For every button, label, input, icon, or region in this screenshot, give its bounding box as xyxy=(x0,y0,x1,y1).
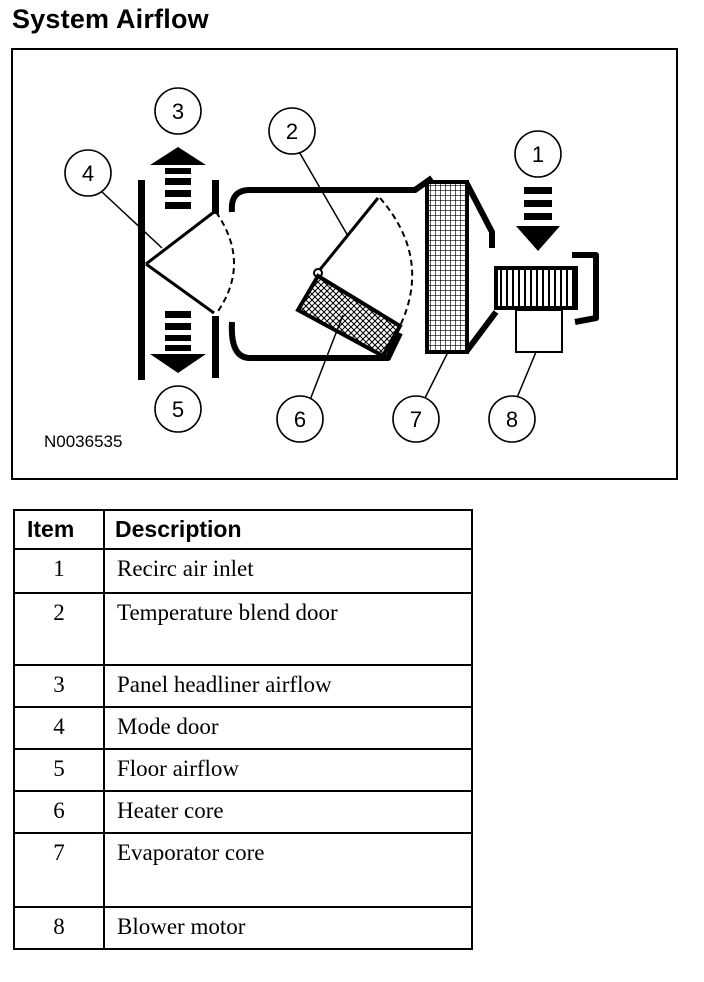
leader-lines xyxy=(101,149,537,401)
floor-airflow-arrow xyxy=(150,311,206,373)
table-row: 6 Heater core xyxy=(13,790,473,834)
item-number: 8 xyxy=(13,906,105,950)
svg-text:6: 6 xyxy=(294,407,306,432)
svg-text:5: 5 xyxy=(172,397,184,422)
table-row: 4 Mode door xyxy=(13,706,473,750)
item-description: Blower motor xyxy=(103,906,473,950)
header-description: Description xyxy=(103,509,473,550)
legend-table: Item Description 1 Recirc air inlet 2 Te… xyxy=(13,509,473,950)
item-number: 6 xyxy=(13,790,105,834)
table-row: 1 Recirc air inlet xyxy=(13,548,473,594)
table-header-row: Item Description xyxy=(13,509,473,550)
callout-4: 4 xyxy=(64,149,112,197)
recirc-inlet-arrow xyxy=(516,187,560,251)
callout-1: 1 xyxy=(514,130,562,178)
table-row: 3 Panel headliner airflow xyxy=(13,664,473,708)
svg-text:3: 3 xyxy=(172,99,184,124)
evaporator-core xyxy=(425,180,469,354)
item-description: Heater core xyxy=(103,790,473,834)
hvac-housing xyxy=(228,175,599,361)
callout-8: 8 xyxy=(488,395,536,443)
item-number: 1 xyxy=(13,548,105,594)
table-row: 7 Evaporator core xyxy=(13,832,473,908)
item-number: 5 xyxy=(13,748,105,792)
svg-text:1: 1 xyxy=(532,142,544,167)
callout-3: 3 xyxy=(154,87,202,135)
panel-headliner-arrow xyxy=(150,147,206,209)
callout-5: 5 xyxy=(154,385,202,433)
callout-6: 6 xyxy=(276,395,324,443)
svg-text:2: 2 xyxy=(286,119,298,144)
item-description: Recirc air inlet xyxy=(103,548,473,594)
item-number: 3 xyxy=(13,664,105,708)
item-description: Panel headliner airflow xyxy=(103,664,473,708)
table-row: 8 Blower motor xyxy=(13,906,473,950)
table-row: 2 Temperature blend door xyxy=(13,592,473,666)
header-item: Item xyxy=(13,509,105,550)
diagram-frame xyxy=(11,48,678,480)
heater-core xyxy=(295,273,403,359)
svg-text:7: 7 xyxy=(410,407,422,432)
callouts: 1 2 3 4 5 6 7 8 xyxy=(64,87,562,443)
page-title: System Airflow xyxy=(12,4,209,34)
svg-text:8: 8 xyxy=(506,407,518,432)
item-number: 7 xyxy=(13,832,105,908)
mode-door xyxy=(145,210,235,315)
blower-motor xyxy=(494,266,578,353)
airflow-diagram: 1 2 3 4 5 6 7 8 xyxy=(64,87,599,443)
item-number: 2 xyxy=(13,592,105,666)
item-description: Temperature blend door xyxy=(103,592,473,666)
callout-7: 7 xyxy=(392,395,440,443)
svg-text:4: 4 xyxy=(82,161,94,186)
outlet-plate xyxy=(138,180,219,380)
item-number: 4 xyxy=(13,706,105,750)
item-description: Evaporator core xyxy=(103,832,473,908)
item-description: Floor airflow xyxy=(103,748,473,792)
callout-2: 2 xyxy=(268,107,316,155)
table-row: 5 Floor airflow xyxy=(13,748,473,792)
item-description: Mode door xyxy=(103,706,473,750)
figure-id: N0036535 xyxy=(44,432,123,451)
